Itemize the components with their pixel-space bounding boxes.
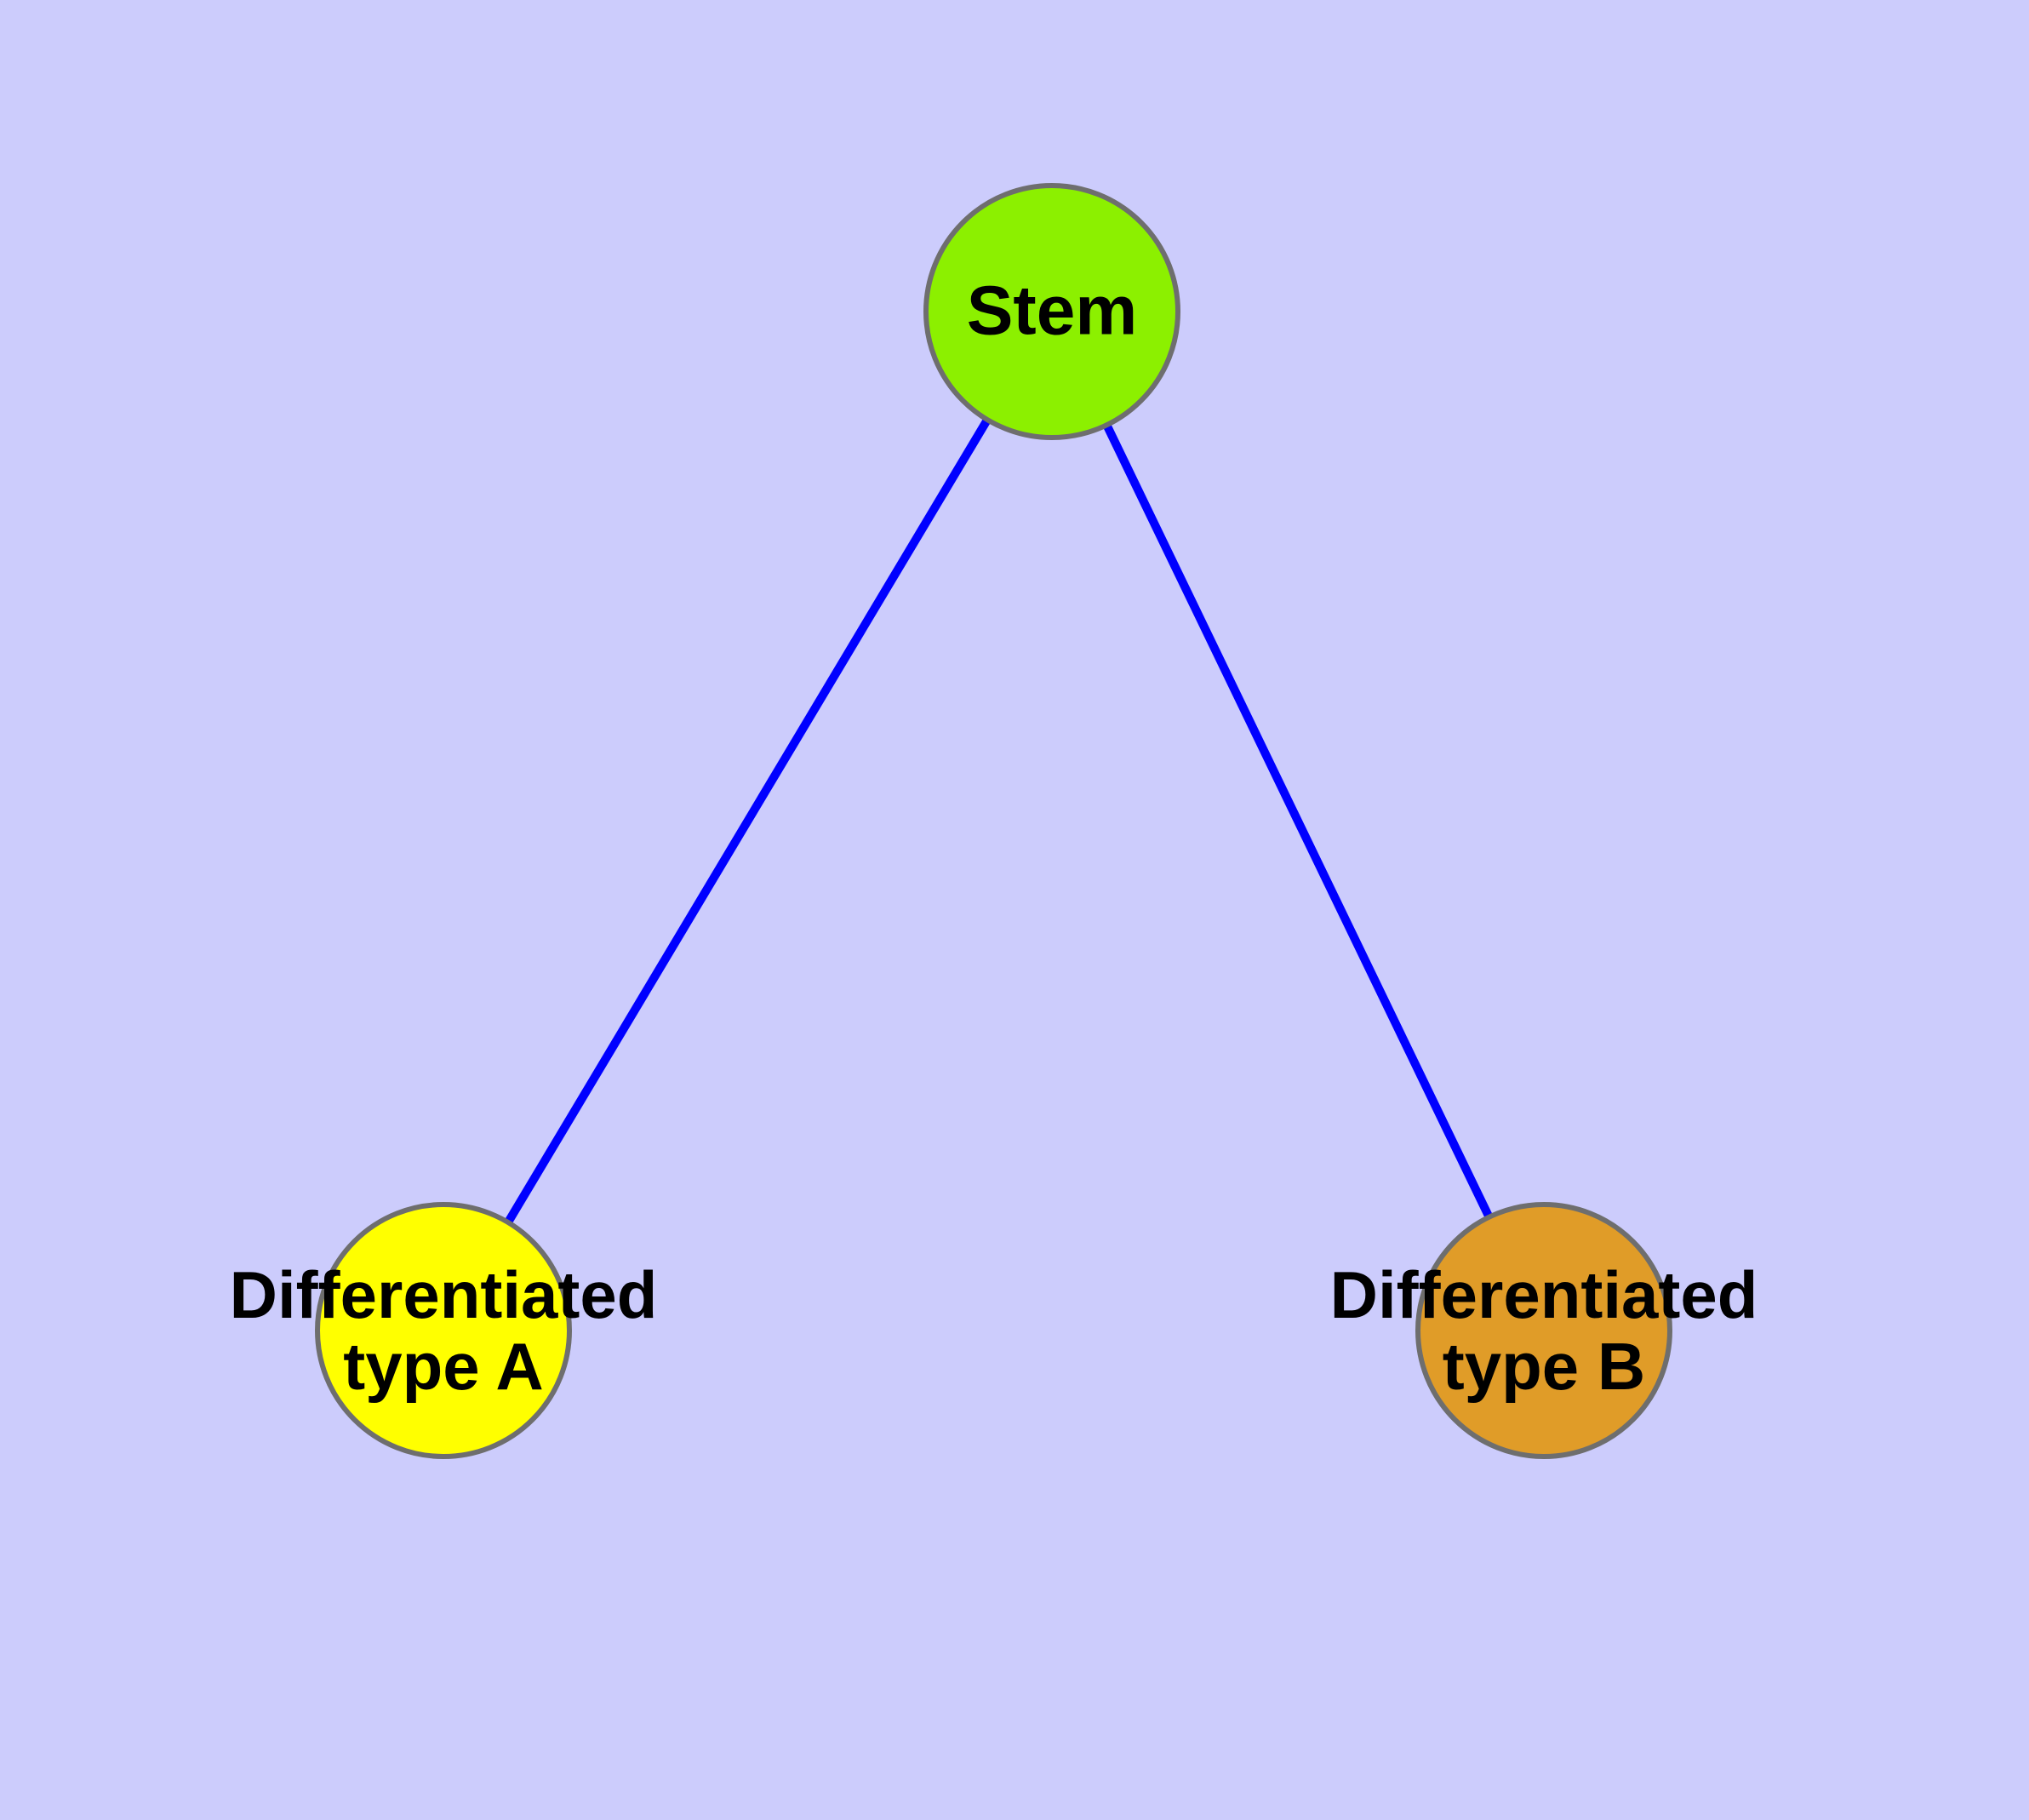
node-diff-a-label-line2: type A [343,1329,544,1404]
node-stem[interactable]: Stem [923,183,1180,440]
node-differentiated-type-a[interactable]: Differentiated type A [230,1202,657,1459]
node-diff-b-label-line2: type B [1442,1329,1646,1404]
node-differentiated-type-b[interactable]: Differentiated type B [1330,1202,1758,1459]
edge-stem-to-differentiated-type-a[interactable] [439,309,1056,1333]
edge-stem-to-differentiated-type-b[interactable] [1048,309,1548,1333]
node-stem-label: Stem [966,272,1138,350]
